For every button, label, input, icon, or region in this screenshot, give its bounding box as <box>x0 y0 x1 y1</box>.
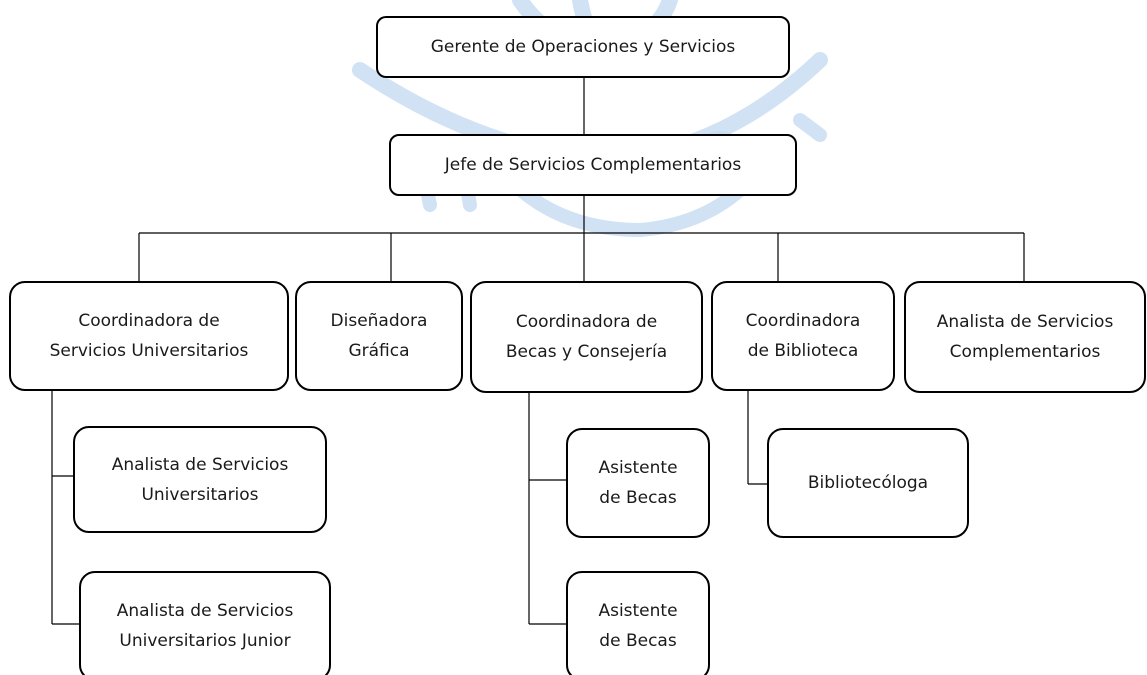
node-disenadora-grafica: Diseñadora Gráfica <box>295 281 463 391</box>
node-label-line-2: de Becas <box>599 631 677 651</box>
node-asistente-becas-1: Asistente de Becas <box>566 428 710 538</box>
node-coordinadora-servicios: Coordinadora de Servicios Universitarios <box>9 281 289 391</box>
node-jefe-servicios: Jefe de Servicios Complementarios <box>389 134 797 196</box>
node-coordinadora-biblioteca: Coordinadora de Biblioteca <box>711 281 895 391</box>
node-label-line-2: de Biblioteca <box>747 341 859 361</box>
node-label-line-2: Universitarios <box>141 484 259 505</box>
node-analista-complementarios: Analista de Servicios Complementarios <box>904 281 1146 393</box>
node-label: Gerente de Operaciones y Servicios <box>430 37 736 57</box>
node-label-line-1: Analista de Servicios <box>111 454 289 475</box>
node-analista-universitarios-junior: Analista de Servicios Universitarios Jun… <box>79 571 331 675</box>
node-label: Jefe de Servicios Complementarios <box>444 155 742 175</box>
node-coordinadora-becas: Coordinadora de Becas y Consejería <box>470 281 703 393</box>
node-analista-universitarios: Analista de Servicios Universitarios <box>73 426 327 533</box>
node-label-line-2: Complementarios <box>949 342 1101 362</box>
node-label-line-2: Gráfica <box>348 341 410 361</box>
node-label-line-2: Servicios Universitarios <box>49 341 249 361</box>
node-label-line-1: Diseñadora <box>330 311 428 331</box>
node-asistente-becas-2: Asistente de Becas <box>566 571 710 675</box>
node-label: Bibliotecóloga <box>807 473 929 493</box>
node-label-line-1: Coordinadora de <box>515 312 658 332</box>
node-label-line-2: Universitarios Junior <box>119 631 291 651</box>
node-bibliotecologa: Bibliotecóloga <box>767 428 969 538</box>
node-label-line-1: Asistente <box>598 601 678 621</box>
node-label-line-1: Asistente <box>598 458 678 478</box>
node-label-line-1: Analista de Servicios <box>936 312 1114 332</box>
node-label-line-2: de Becas <box>599 488 677 508</box>
node-label-line-1: Coordinadora de <box>78 311 220 331</box>
node-label-line-1: Analista de Servicios <box>116 601 294 621</box>
node-label-line-2: Becas y Consejería <box>505 342 668 362</box>
node-label-line-1: Coordinadora <box>745 311 861 331</box>
node-gerente-operaciones: Gerente de Operaciones y Servicios <box>376 16 790 78</box>
